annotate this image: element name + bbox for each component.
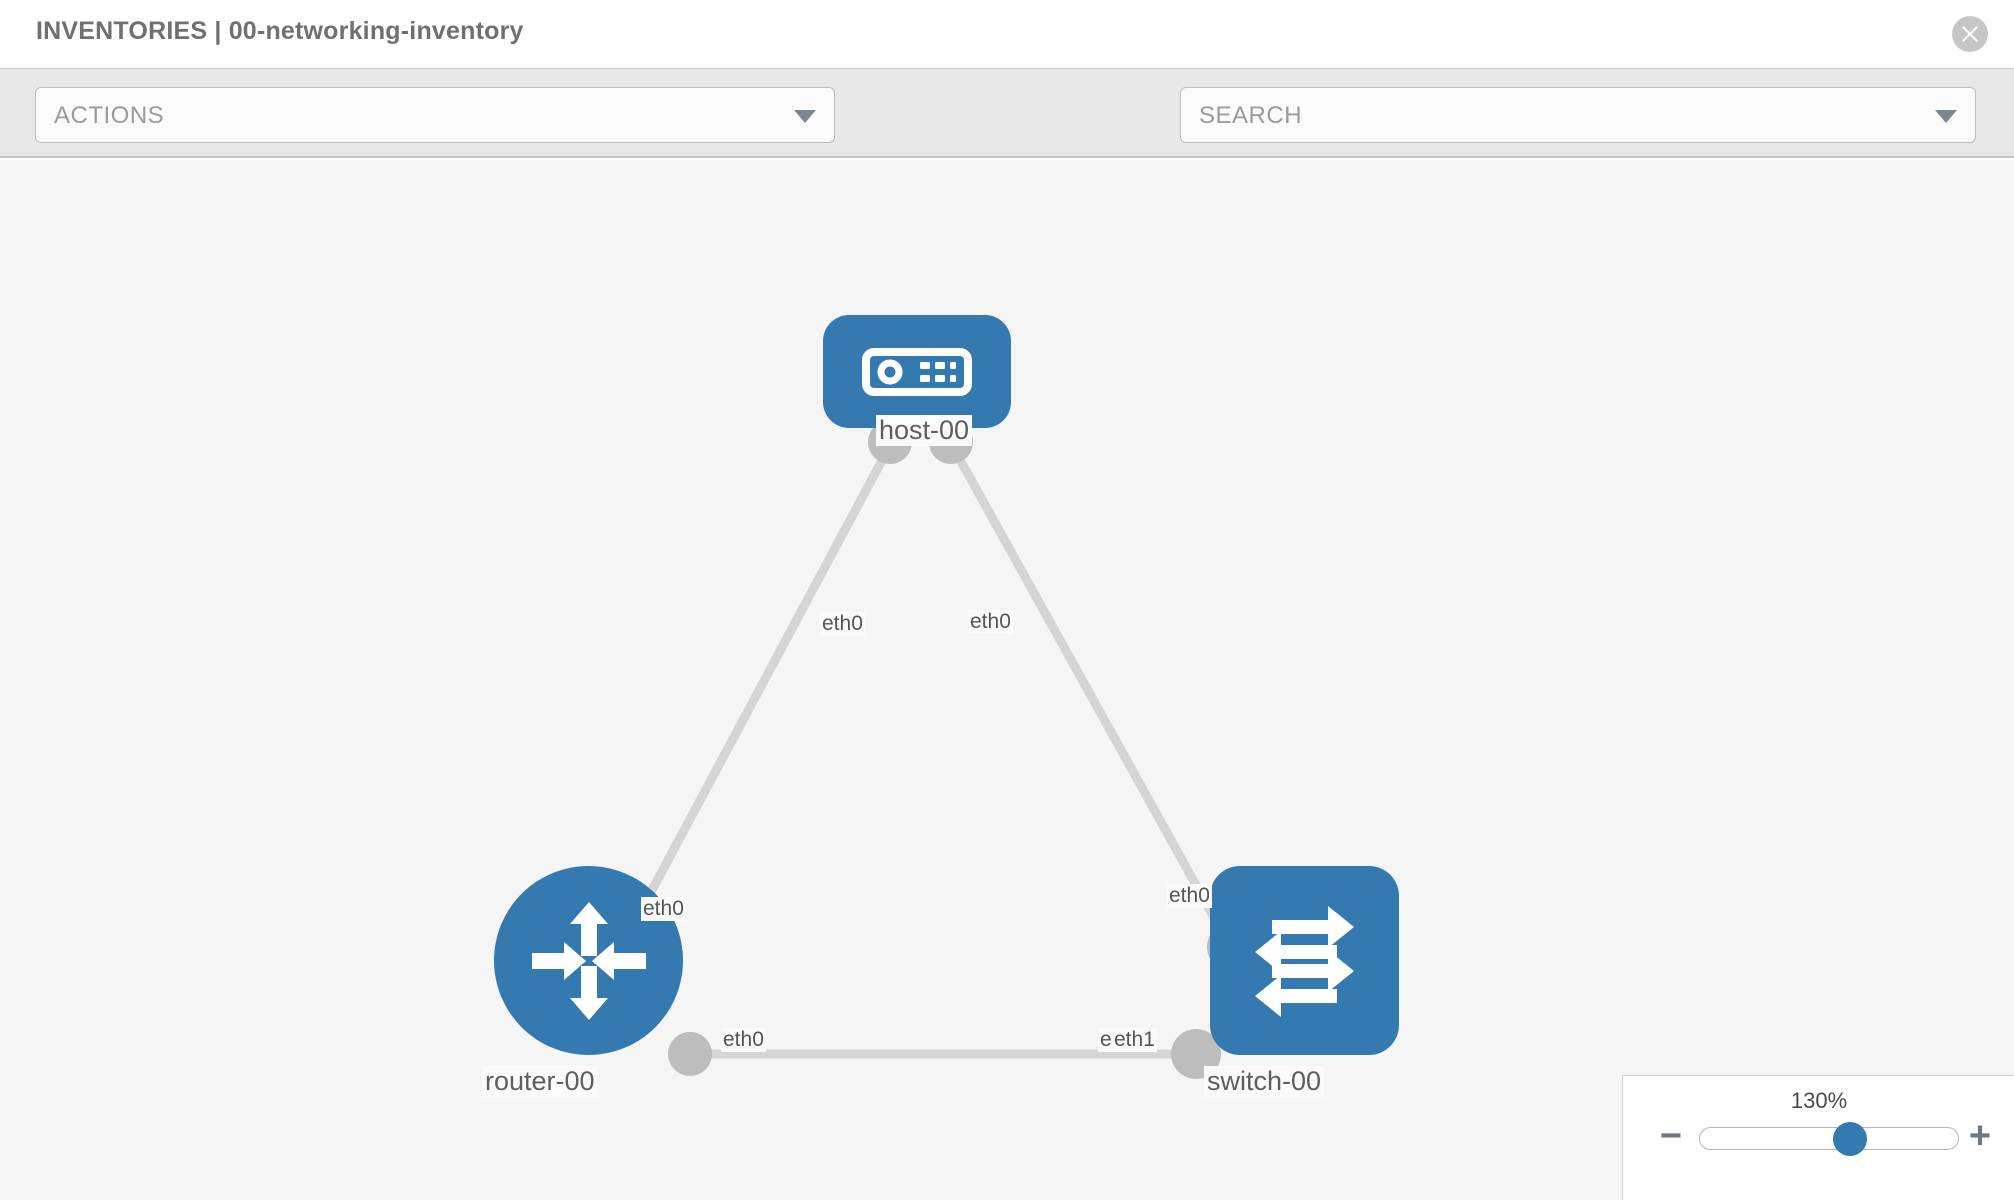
node-router-00-label: router-00 xyxy=(482,1066,598,1097)
node-host-00-label: host-00 xyxy=(876,415,973,446)
zoom-slider-track[interactable] xyxy=(1699,1122,1959,1156)
edge-label-switch-eth1: eth1 xyxy=(1112,1028,1157,1052)
node-switch-00[interactable]: switch-00 xyxy=(1204,866,1399,1097)
connector-router-right xyxy=(668,1032,712,1076)
chevron-down-icon[interactable] xyxy=(1935,110,1957,123)
node-host-00[interactable]: host-00 xyxy=(823,315,1011,446)
node-router-00[interactable]: router-00 xyxy=(482,866,683,1097)
zoom-slider-thumb[interactable] xyxy=(1832,1122,1867,1156)
link-host-router xyxy=(632,435,898,923)
node-switch-00-label: switch-00 xyxy=(1204,1066,1325,1097)
switch-icon xyxy=(1255,906,1354,1017)
search-placeholder: SEARCH xyxy=(1199,102,1303,129)
actions-dropdown[interactable]: ACTIONS xyxy=(35,87,835,143)
topology-canvas[interactable]: host-00 router-00 xyxy=(0,160,2014,1200)
chevron-down-icon xyxy=(794,110,816,123)
close-icon[interactable] xyxy=(1952,16,1988,52)
edge-label-host-eth0-left: eth0 xyxy=(820,612,865,636)
server-icon xyxy=(862,347,972,396)
toolbar: ACTIONS SEARCH xyxy=(0,68,2014,200)
edge-label-router-eth0-right: eth0 xyxy=(721,1028,766,1052)
zoom-level-value: 130% xyxy=(1790,1088,1848,1113)
page-header: INVENTORIES | 00-networking-inventory xyxy=(0,0,2014,68)
edge-label-host-eth0-right: eth0 xyxy=(968,610,1013,634)
edge-label-switch-eth0-up: eth0 xyxy=(1167,884,1212,908)
zoom-in-button[interactable]: + xyxy=(1968,1115,1992,1157)
edge-label-router-eth0-up: eth0 xyxy=(641,897,686,921)
node-router-00-shape[interactable] xyxy=(494,866,683,1055)
node-switch-00-shape[interactable] xyxy=(1210,866,1399,1055)
search-input[interactable]: SEARCH xyxy=(1180,87,1976,143)
zoom-control-panel: 130% − + xyxy=(1622,1075,2014,1200)
actions-dropdown-label: ACTIONS xyxy=(54,102,165,129)
router-icon xyxy=(531,901,646,1020)
page-title: INVENTORIES | 00-networking-inventory xyxy=(36,17,524,45)
node-host-00-shape[interactable] xyxy=(823,315,1011,428)
zoom-out-button[interactable]: − xyxy=(1659,1115,1683,1157)
link-host-switch xyxy=(944,435,1236,953)
